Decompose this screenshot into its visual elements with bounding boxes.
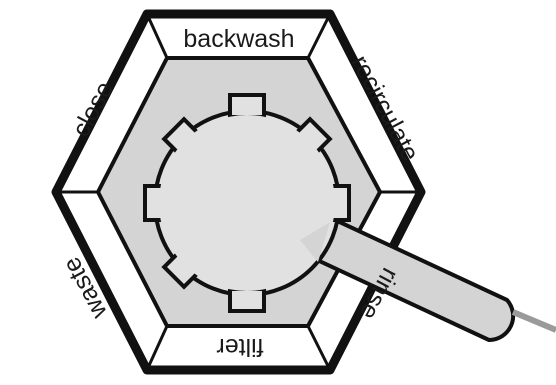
label-filter: filter [216,333,263,361]
label-backwash: backwash [183,25,294,53]
valve-handle-tip-shadow [513,312,556,330]
